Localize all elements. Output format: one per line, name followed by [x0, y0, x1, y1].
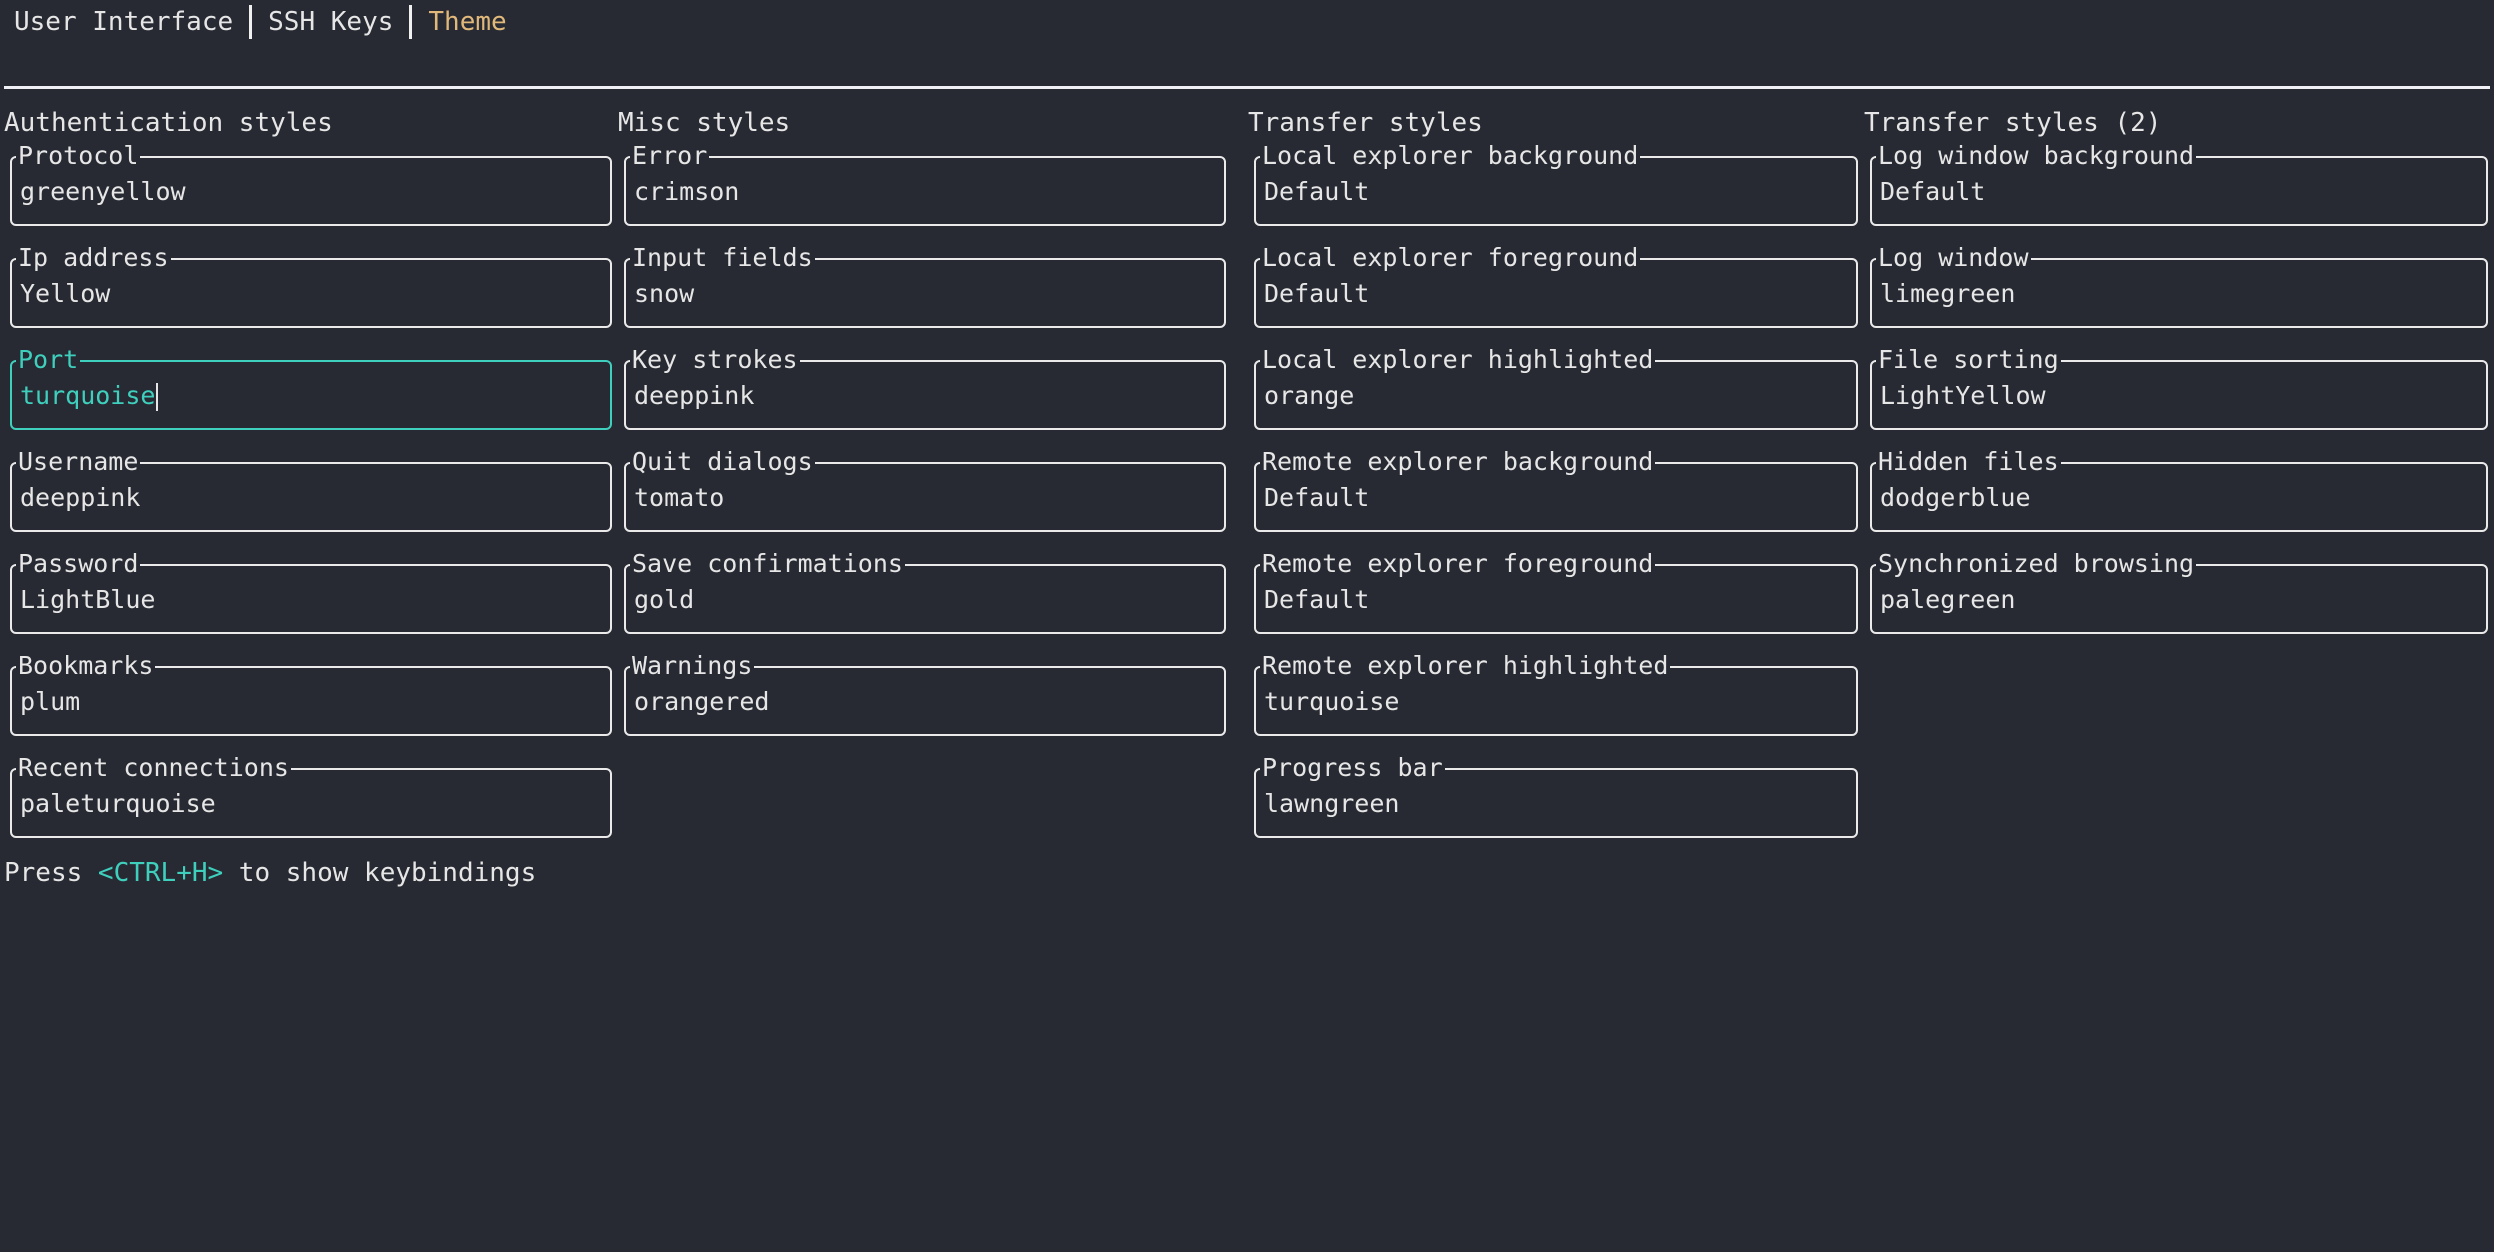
field-value: paleturquoise [20, 789, 216, 818]
field-local-explorer-foreground[interactable]: Local explorer foreground Default [1254, 243, 1858, 328]
field-label: Bookmarks [16, 651, 156, 681]
field-synchronized-browsing[interactable]: Synchronized browsing palegreen [1870, 549, 2488, 634]
field-label: Remote explorer highlighted [1260, 651, 1671, 681]
tab-separator [249, 5, 253, 39]
field-bookmarks[interactable]: Bookmarks plum [10, 651, 612, 736]
field-value: dodgerblue [1880, 483, 2031, 512]
field-ip-address[interactable]: Ip address Yellow [10, 243, 612, 328]
field-save-confirmations[interactable]: Save confirmations gold [624, 549, 1226, 634]
field-label: Quit dialogs [630, 447, 815, 477]
field-warnings[interactable]: Warnings orangered [624, 651, 1226, 736]
field-progress-bar[interactable]: Progress bar lawngreen [1254, 753, 1858, 838]
field-remote-explorer-background[interactable]: Remote explorer background Default [1254, 447, 1858, 532]
column-title: Authentication styles [4, 108, 333, 138]
column-authentication-styles: Authentication styles Protocol greenyell… [4, 106, 612, 870]
field-value: snow [634, 279, 695, 308]
field-label: Remote explorer foreground [1260, 549, 1656, 579]
text-cursor [156, 383, 159, 411]
field-label: Local explorer background [1260, 141, 1641, 171]
field-label: Synchronized browsing [1876, 549, 2197, 579]
tab-user-interface[interactable]: User Interface [14, 7, 234, 37]
field-value: Default [1264, 483, 1370, 512]
field-value-container: turquoise [20, 380, 159, 412]
field-label: Local explorer foreground [1260, 243, 1641, 273]
header-divider [4, 86, 2490, 89]
hint-key: <CTRL+H> [97, 858, 224, 888]
field-value: turquoise [20, 381, 156, 410]
column-title: Transfer styles [1248, 108, 1483, 138]
field-label: Key strokes [630, 345, 800, 375]
field-value: LightYellow [1880, 381, 2046, 410]
field-quit-dialogs[interactable]: Quit dialogs tomato [624, 447, 1226, 532]
field-local-explorer-highlighted[interactable]: Local explorer highlighted orange [1254, 345, 1858, 430]
field-value: orange [1264, 381, 1355, 410]
field-label: Remote explorer background [1260, 447, 1656, 477]
field-value: deeppink [20, 483, 141, 512]
field-value: gold [634, 585, 695, 614]
field-value: plum [20, 687, 81, 716]
field-value: deeppink [634, 381, 755, 410]
field-value: crimson [634, 177, 740, 206]
field-port[interactable]: Port turquoise [10, 345, 612, 430]
field-hidden-files[interactable]: Hidden files dodgerblue [1870, 447, 2488, 532]
field-label: Log window background [1876, 141, 2197, 171]
field-key-strokes[interactable]: Key strokes deeppink [624, 345, 1226, 430]
field-value: Default [1264, 279, 1370, 308]
tab-separator [409, 5, 413, 39]
field-value: palegreen [1880, 585, 2016, 614]
field-value: Default [1264, 177, 1370, 206]
column-title: Transfer styles (2) [1864, 108, 2162, 138]
field-local-explorer-background[interactable]: Local explorer background Default [1254, 141, 1858, 226]
hint-prefix: Press [4, 858, 98, 888]
field-log-window[interactable]: Log window limegreen [1870, 243, 2488, 328]
field-label: File sorting [1876, 345, 2061, 375]
column-transfer-styles: Transfer styles Local explorer backgroun… [1248, 106, 1858, 870]
hint-suffix: to show keybindings [223, 858, 537, 888]
column-transfer-styles-2: Transfer styles (2) Log window backgroun… [1864, 106, 2488, 666]
field-label: Warnings [630, 651, 755, 681]
field-log-window-background[interactable]: Log window background Default [1870, 141, 2488, 226]
field-label: Progress bar [1260, 753, 1445, 783]
field-remote-explorer-highlighted[interactable]: Remote explorer highlighted turquoise [1254, 651, 1858, 736]
field-password[interactable]: Password LightBlue [10, 549, 612, 634]
field-label: Save confirmations [630, 549, 905, 579]
field-file-sorting[interactable]: File sorting LightYellow [1870, 345, 2488, 430]
field-label: Protocol [16, 141, 141, 171]
field-label: Port [16, 345, 81, 375]
field-value: greenyellow [20, 177, 186, 206]
field-value: limegreen [1880, 279, 2016, 308]
field-value: turquoise [1264, 687, 1400, 716]
tab-bar: User Interface SSH Keys Theme [14, 4, 507, 40]
column-misc-styles: Misc styles Error crimson Input fields s… [618, 106, 1226, 768]
field-value: tomato [634, 483, 725, 512]
field-label: Recent connections [16, 753, 291, 783]
tab-ssh-keys[interactable]: SSH Keys [268, 7, 394, 37]
field-value: LightBlue [20, 585, 156, 614]
column-title: Misc styles [618, 108, 791, 138]
field-label: Username [16, 447, 141, 477]
field-value: Yellow [20, 279, 111, 308]
field-label: Password [16, 549, 141, 579]
field-input-fields[interactable]: Input fields snow [624, 243, 1226, 328]
field-label: Hidden files [1876, 447, 2061, 477]
field-username[interactable]: Username deeppink [10, 447, 612, 532]
keybindings-hint: Press <CTRL+H> to show keybindings [4, 856, 536, 890]
field-label: Local explorer highlighted [1260, 345, 1656, 375]
field-protocol[interactable]: Protocol greenyellow [10, 141, 612, 226]
field-label: Ip address [16, 243, 171, 273]
field-error[interactable]: Error crimson [624, 141, 1226, 226]
field-value: orangered [634, 687, 770, 716]
field-value: lawngreen [1264, 789, 1400, 818]
field-value: Default [1264, 585, 1370, 614]
field-recent-connections[interactable]: Recent connections paleturquoise [10, 753, 612, 838]
tab-theme[interactable]: Theme [428, 7, 507, 37]
field-label: Input fields [630, 243, 815, 273]
field-label: Log window [1876, 243, 2031, 273]
field-value: Default [1880, 177, 1986, 206]
field-label: Error [630, 141, 710, 171]
field-remote-explorer-foreground[interactable]: Remote explorer foreground Default [1254, 549, 1858, 634]
